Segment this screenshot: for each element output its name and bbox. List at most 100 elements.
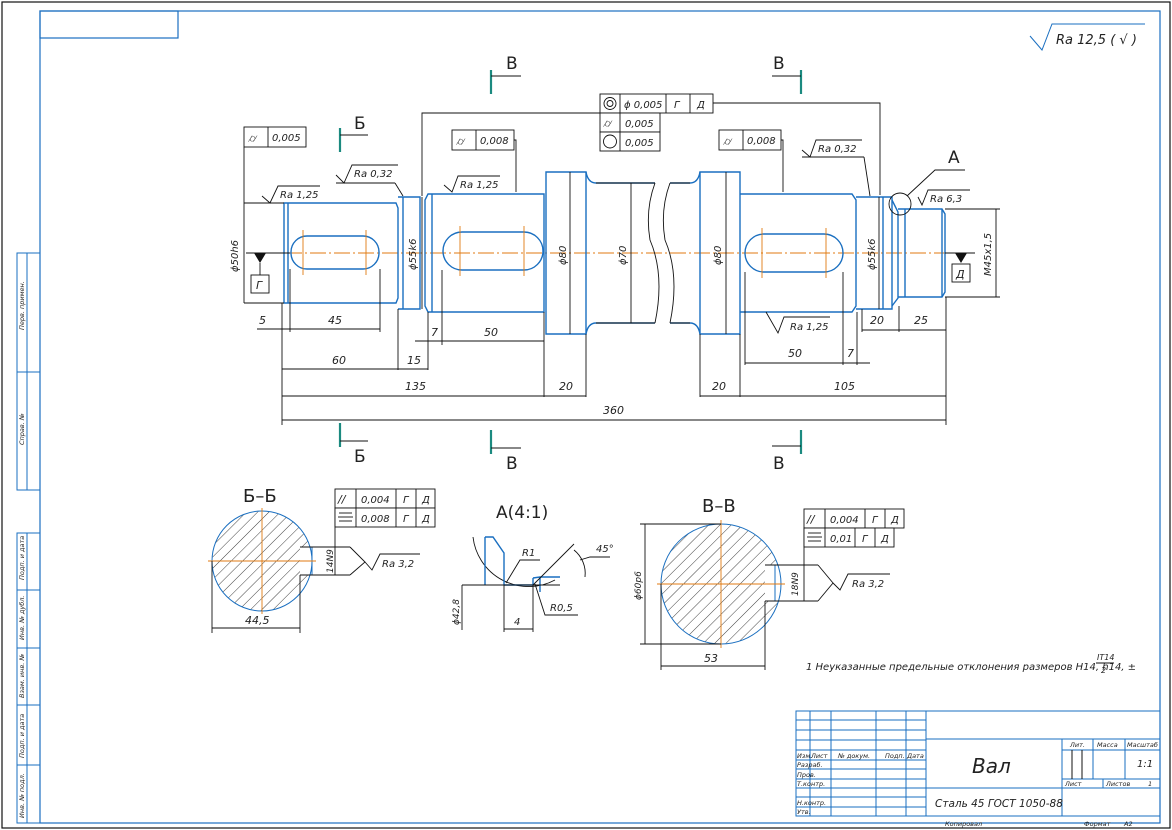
section-marker-b-top: Б bbox=[338, 114, 368, 152]
svg-text:Ra 12,5 ( √ ): Ra 12,5 ( √ ) bbox=[1056, 33, 1137, 48]
top-left-stamp bbox=[39, 10, 179, 39]
svg-text:Ra 6,3: Ra 6,3 bbox=[930, 194, 962, 205]
svg-text:4: 4 bbox=[514, 617, 520, 628]
concentricity-icon bbox=[603, 97, 617, 110]
cylindricity-icon: ⌭ bbox=[603, 117, 613, 130]
svg-text:Ra 0,32: Ra 0,32 bbox=[818, 144, 857, 155]
dimension-texts: 5 45 7 50 60 15 135 20 20 105 360 20 25 … bbox=[230, 233, 994, 417]
svg-text:0,005: 0,005 bbox=[625, 119, 654, 130]
svg-text:Г: Г bbox=[674, 100, 681, 111]
svg-text:Д: Д bbox=[421, 514, 430, 525]
dim-60: 60 bbox=[332, 354, 346, 367]
dim-d60p6: ϕ60р6 bbox=[634, 571, 644, 600]
svg-text:Г: Г bbox=[872, 515, 879, 526]
svg-text:Масштаб: Масштаб bbox=[1127, 741, 1158, 749]
section-marker-v-top-right: В bbox=[772, 54, 803, 94]
svg-text:Пров.: Пров. bbox=[797, 771, 816, 779]
svg-text:Подп.: Подп. bbox=[885, 752, 905, 760]
dim-20: 20 bbox=[870, 314, 884, 327]
dim-thread: M45x1,5 bbox=[983, 233, 994, 276]
svg-text:ϕ42,8: ϕ42,8 bbox=[452, 599, 462, 625]
parallelism-icon: // bbox=[337, 493, 347, 506]
svg-text:Г: Г bbox=[862, 534, 869, 545]
dim-44-5: 44,5 bbox=[245, 614, 270, 627]
svg-text:Ra 3,2: Ra 3,2 bbox=[382, 559, 414, 570]
keyway-left bbox=[290, 235, 380, 270]
svg-text:Ra 1,25: Ra 1,25 bbox=[460, 180, 499, 191]
dim-7: 7 bbox=[847, 347, 854, 360]
svg-text:Д: Д bbox=[955, 268, 965, 281]
runout-mid-left-frame: ⌭ 0,008 bbox=[451, 129, 517, 192]
material: Сталь 45 ГОСТ 1050-88 bbox=[935, 798, 1063, 810]
dim-20: 20 bbox=[559, 380, 573, 393]
parallelism-icon: // bbox=[806, 513, 816, 526]
title-block: Изм. Лист № докум. Подп. Дата Разраб. Пр… bbox=[795, 710, 1161, 828]
stamp-label: Инв. № дубл. bbox=[18, 596, 26, 640]
svg-text:Д: Д bbox=[880, 534, 889, 545]
svg-text:Ra 1,25: Ra 1,25 bbox=[790, 322, 829, 333]
stamp-label: Взам. инв. № bbox=[18, 654, 26, 698]
svg-text:В: В bbox=[506, 54, 518, 74]
dim-20: 20 bbox=[712, 380, 726, 393]
dim-53: 53 bbox=[704, 652, 718, 665]
svg-text:0,005: 0,005 bbox=[272, 133, 301, 144]
side-stamp-column: Перв. примен. Справ. № Подп. и дата Инв.… bbox=[16, 252, 41, 824]
runout-icon: ⌭ bbox=[723, 135, 733, 148]
dim-15: 15 bbox=[407, 354, 421, 367]
svg-text:Лит.: Лит. bbox=[1069, 741, 1085, 749]
svg-text:Т.контр.: Т.контр. bbox=[797, 780, 825, 788]
svg-text:Г: Г bbox=[403, 514, 410, 525]
roundness-icon bbox=[603, 134, 617, 149]
svg-text:2: 2 bbox=[1101, 666, 1106, 675]
dim-135: 135 bbox=[405, 380, 426, 393]
dim-7: 7 bbox=[431, 326, 438, 339]
runout-left-frame: ⌭ 0,005 bbox=[243, 126, 307, 203]
svg-text:Разраб.: Разраб. bbox=[797, 761, 823, 769]
stamp-label: Подп. и дата bbox=[18, 714, 26, 758]
stamp-label: Справ. № bbox=[18, 413, 26, 445]
symmetry-icon bbox=[807, 532, 822, 542]
section-marker-b-bottom: Б bbox=[338, 423, 368, 467]
svg-text:Утв.: Утв. bbox=[797, 808, 811, 816]
svg-text:0,008: 0,008 bbox=[480, 136, 509, 147]
svg-text:0,01: 0,01 bbox=[830, 534, 852, 545]
datum-d: Д bbox=[945, 252, 975, 283]
symmetry-icon bbox=[338, 512, 353, 522]
svg-text:Дата: Дата bbox=[906, 752, 924, 760]
svg-text:0,004: 0,004 bbox=[361, 495, 390, 506]
svg-text:Б: Б bbox=[354, 114, 366, 134]
dim-5: 5 bbox=[259, 314, 266, 327]
detail-a: А(4:1) 4 ϕ42,8 R1 R0,5 45° bbox=[452, 503, 614, 632]
dim-360: 360 bbox=[603, 404, 624, 417]
dim-50: 50 bbox=[788, 347, 802, 360]
break-line bbox=[647, 182, 660, 324]
runout-icon: ⌭ bbox=[248, 132, 258, 145]
section-bb: Б–Б 44,5 14N9 Ra 3,2 // 0,004 Г Д 0,008 bbox=[208, 486, 436, 633]
svg-text:R0,5: R0,5 bbox=[550, 603, 573, 614]
svg-text:Формат: Формат bbox=[1084, 820, 1111, 828]
svg-text:Масса: Масса bbox=[1097, 741, 1118, 749]
svg-text:Д: Д bbox=[696, 100, 705, 111]
svg-text:В: В bbox=[506, 454, 518, 474]
shaft-bearing-seat-d55 bbox=[398, 196, 421, 310]
scale-value: 1:1 bbox=[1137, 759, 1153, 770]
svg-text:1: 1 bbox=[1148, 780, 1152, 788]
dim-105: 105 bbox=[834, 380, 855, 393]
technical-note: 1 Неуказанные предельные отклонения разм… bbox=[806, 653, 1136, 675]
section-vv: В–В ϕ60р6 53 18N9 Ra 3,2 // 0,004 Г Д bbox=[634, 496, 905, 670]
svg-text:0,008: 0,008 bbox=[747, 136, 776, 147]
center-tolerance-block: ϕ 0,005 Г Д ⌭ 0,005 0,005 bbox=[421, 93, 881, 196]
dim-25: 25 bbox=[914, 314, 928, 327]
stamp-label: Перв. примен. bbox=[18, 281, 26, 330]
dim-d70: ϕ70 bbox=[618, 246, 629, 265]
dim-d55k6: ϕ55k6 bbox=[867, 239, 878, 270]
svg-text:Ra 3,2: Ra 3,2 bbox=[852, 579, 884, 590]
dim-45: 45 bbox=[328, 314, 342, 327]
svg-text:R1: R1 bbox=[522, 548, 535, 559]
roughness-marks: Ra 1,25 Ra 0,32 Ra 1,25 Ra 0,32 Ra 6,3 R… bbox=[261, 139, 970, 335]
section-bb-title: Б–Б bbox=[243, 486, 277, 507]
detail-a-title: А(4:1) bbox=[496, 503, 548, 523]
dim-50: 50 bbox=[484, 326, 498, 339]
svg-text:Ra 0,32: Ra 0,32 bbox=[354, 169, 393, 180]
